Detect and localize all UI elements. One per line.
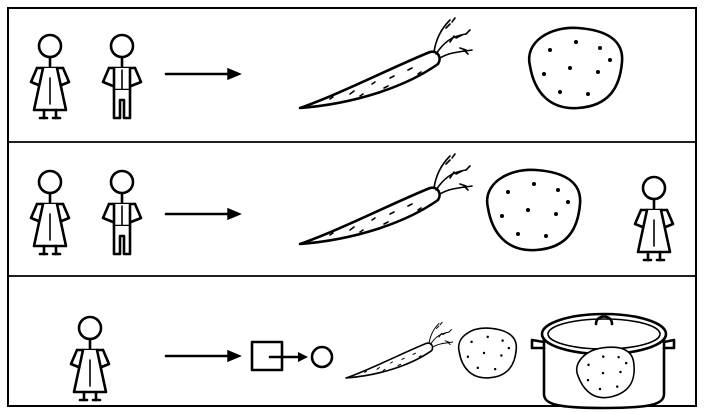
woman-figure-icon — [31, 171, 69, 254]
carrot-icon — [300, 154, 472, 244]
man-figure-icon — [103, 171, 141, 254]
row-1 — [31, 18, 622, 118]
right-arrow-icon — [166, 209, 240, 219]
man-figure-icon — [103, 35, 141, 118]
right-arrow-icon — [166, 69, 240, 79]
potato-icon — [487, 170, 580, 250]
potato-icon — [529, 28, 622, 108]
carrot-icon — [300, 18, 472, 108]
small-arrowhead-icon — [298, 352, 308, 362]
potato-icon — [459, 328, 517, 378]
circle-icon — [312, 347, 332, 367]
row-2 — [31, 154, 673, 260]
pot-icon — [532, 314, 674, 408]
woman-figure-icon — [71, 317, 109, 400]
woman-figure-icon — [31, 35, 69, 118]
right-arrow-icon — [166, 351, 240, 361]
carrot-icon — [346, 322, 453, 378]
row-3 — [71, 314, 674, 408]
woman-figure-icon — [635, 177, 673, 260]
